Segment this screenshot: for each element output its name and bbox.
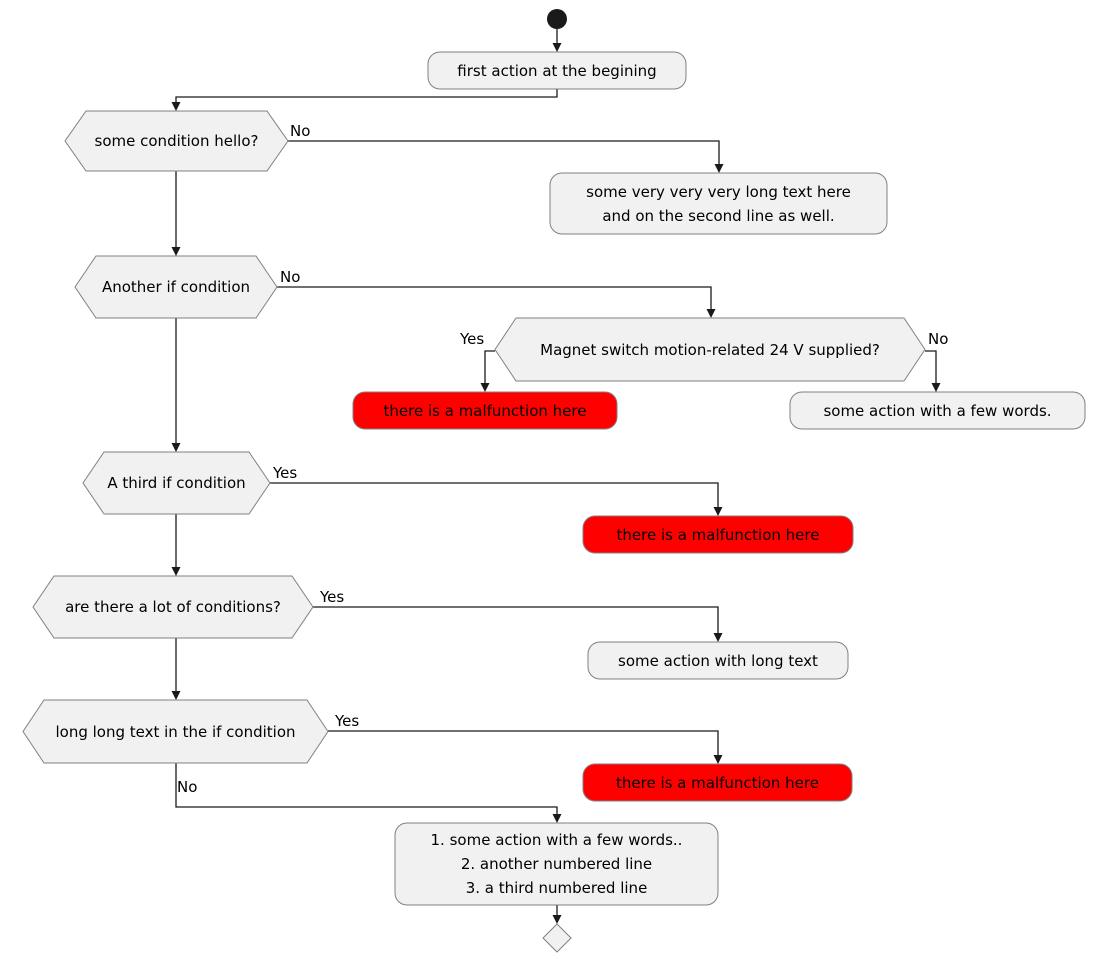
edge-first-action-to-cond-hello bbox=[175, 89, 558, 107]
arrowhead-into-numbered-action bbox=[552, 814, 562, 823]
arrowhead-into-malfunction3 bbox=[713, 755, 723, 764]
arrowhead-into-cond-magnet bbox=[706, 309, 716, 318]
edge-cond-hello-no bbox=[288, 140, 720, 169]
condition-longlong-shape bbox=[22, 699, 329, 764]
condition-magnet-shape bbox=[494, 317, 926, 382]
arrowhead-into-malfunction2 bbox=[713, 507, 723, 516]
arrowhead-into-cond-another bbox=[171, 247, 181, 256]
edge-cond-magnet-no bbox=[925, 350, 937, 388]
action-few-words-shape bbox=[789, 391, 1086, 430]
action-long-text-shape bbox=[549, 172, 888, 235]
arrowhead-into-cond-third bbox=[171, 443, 181, 452]
edge-cond-lots-yes bbox=[313, 606, 719, 638]
arrowhead-into-long-action bbox=[713, 633, 723, 642]
malfunction-1-shape bbox=[352, 391, 618, 430]
edge-cond-longlong-no bbox=[175, 763, 558, 819]
arrowhead-into-cond-longlong bbox=[171, 691, 181, 700]
arrowhead-into-malfunction1 bbox=[480, 383, 490, 392]
arrowhead-into-end bbox=[552, 915, 562, 924]
action-long-shape bbox=[587, 641, 849, 680]
condition-third-shape bbox=[82, 451, 271, 515]
edge-cond-magnet-yes bbox=[484, 350, 495, 388]
action-numbered-shape bbox=[394, 822, 719, 906]
arrowhead-into-long-text-action bbox=[714, 164, 724, 173]
arrowhead-into-first-action bbox=[552, 43, 562, 52]
action-first-shape bbox=[427, 51, 687, 90]
edge-cond-longlong-yes bbox=[328, 730, 719, 760]
malfunction-3-shape bbox=[582, 763, 853, 802]
start-node bbox=[547, 9, 567, 29]
condition-hello-shape bbox=[64, 110, 289, 172]
condition-another-shape bbox=[74, 255, 278, 319]
arrowhead-into-cond-hello bbox=[171, 102, 181, 111]
arrowhead-into-few-words-action bbox=[931, 383, 941, 392]
edge-cond-another-no bbox=[277, 286, 712, 314]
condition-lots-shape bbox=[32, 575, 314, 639]
end-node bbox=[542, 923, 572, 953]
malfunction-2-shape bbox=[582, 515, 854, 554]
arrowhead-into-cond-lots bbox=[171, 567, 181, 576]
edge-cond-third-yes bbox=[270, 482, 719, 512]
